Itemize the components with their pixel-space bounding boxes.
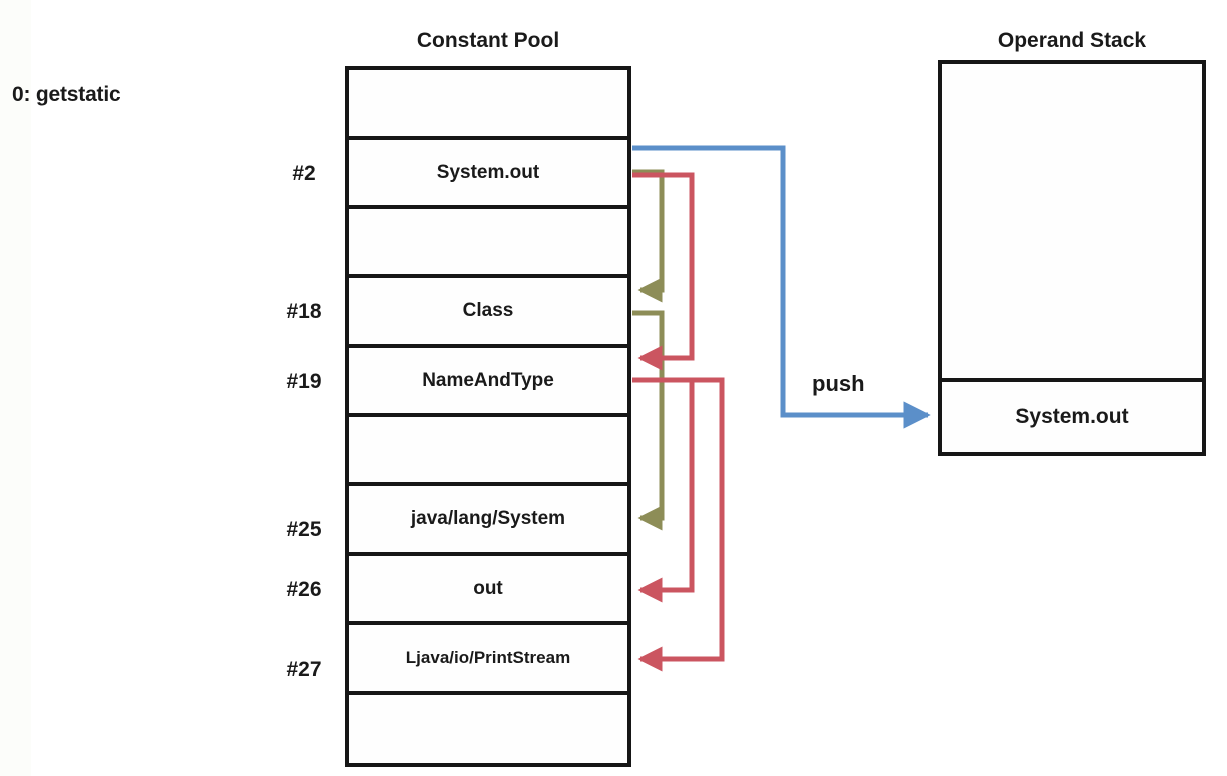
- push-arrow-blue: [632, 145, 931, 429]
- table-row: [349, 417, 627, 486]
- operand-stack-box: System.out: [938, 60, 1206, 456]
- ref-arrow-out: [632, 377, 695, 603]
- cp-index-26: #26: [286, 578, 322, 601]
- cp-index-18: #18: [286, 300, 322, 323]
- table-row: NameAndType: [349, 348, 627, 417]
- operand-stack-cell: System.out: [1015, 405, 1129, 428]
- constant-pool-title: Constant Pool: [416, 29, 560, 52]
- constant-pool-table: System.out Class NameAndType java/lang/S…: [345, 66, 631, 767]
- push-label: push: [812, 371, 865, 396]
- opcode-label: 0: getstatic: [12, 83, 121, 106]
- table-row: [349, 70, 627, 140]
- ref-arrow-class: [632, 169, 665, 303]
- ref-arrow-nameandtype: [632, 172, 695, 371]
- table-row: java/lang/System: [349, 486, 627, 556]
- cp-index-2: #2: [292, 162, 316, 185]
- cp-index-25: #25: [286, 518, 322, 541]
- table-row: Class: [349, 278, 627, 348]
- ref-arrow-printstream: [632, 377, 725, 672]
- table-row: Ljava/io/PrintStream: [349, 625, 627, 695]
- table-row: System.out: [349, 140, 627, 209]
- left-edge-band: [0, 0, 31, 776]
- table-row: [349, 695, 627, 763]
- ref-arrow-java-lang-system: [632, 310, 665, 531]
- cp-index-27: #27: [286, 658, 322, 681]
- operand-stack-title: Operand Stack: [997, 29, 1147, 52]
- table-row: out: [349, 556, 627, 625]
- table-row: [349, 209, 627, 278]
- cp-index-19: #19: [286, 370, 322, 393]
- operand-stack-empty-area: [942, 64, 1202, 382]
